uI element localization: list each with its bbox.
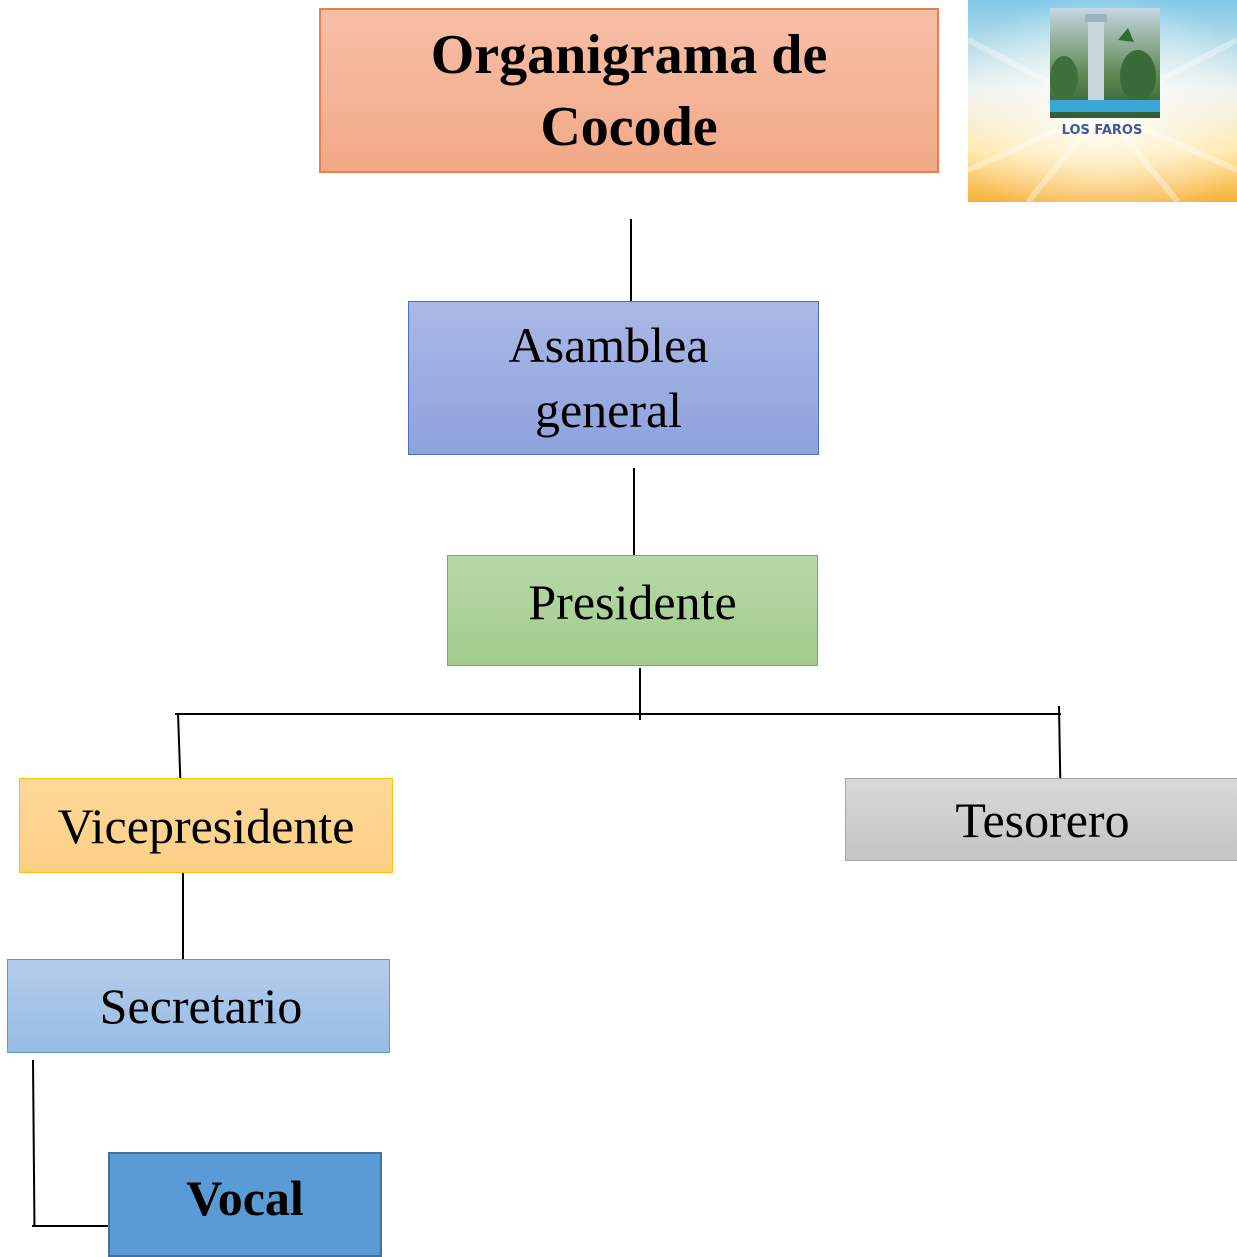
connector-secretario-vocal-horizontal <box>32 1225 109 1227</box>
connector-branch-vicepresidente <box>177 712 181 780</box>
node-presidente-label: Presidente <box>528 573 737 630</box>
connector-branch-tesorero <box>1058 705 1061 781</box>
node-vicepresidente-label: Vicepresidente <box>57 797 355 854</box>
org-chart-title-box: Organigrama de Cocode <box>319 8 939 173</box>
node-tesorero-label: Tesorero <box>955 791 1130 848</box>
los-faros-logo: LOS FAROS <box>968 0 1237 202</box>
node-presidente: Presidente <box>447 555 818 666</box>
node-asamblea-label-line2: general <box>534 382 683 438</box>
node-asamblea-general: Asamblea general <box>408 301 819 455</box>
connector-presidente-down <box>639 668 641 720</box>
connector-branch-horizontal <box>175 713 1061 715</box>
connector-asamblea-presidente <box>633 468 635 556</box>
node-asamblea-label-line1: Asamblea <box>508 317 709 373</box>
logo-caption: LOS FAROS <box>1062 123 1143 138</box>
node-tesorero: Tesorero <box>845 778 1237 861</box>
org-chart-title-line2: Cocode <box>540 95 718 158</box>
connector-title-asamblea <box>630 219 632 302</box>
node-vocal: Vocal <box>108 1152 382 1257</box>
connector-vice-secretario <box>182 873 184 960</box>
node-vocal-label: Vocal <box>186 1169 304 1226</box>
node-secretario-label: Secretario <box>99 978 303 1034</box>
los-faros-logo-graphic: LOS FAROS <box>968 0 1237 202</box>
connector-secretario-vocal-vertical <box>32 1059 35 1227</box>
node-vicepresidente: Vicepresidente <box>19 778 393 873</box>
node-secretario: Secretario <box>7 959 390 1053</box>
org-chart-title-line1: Organigrama de <box>430 23 828 86</box>
